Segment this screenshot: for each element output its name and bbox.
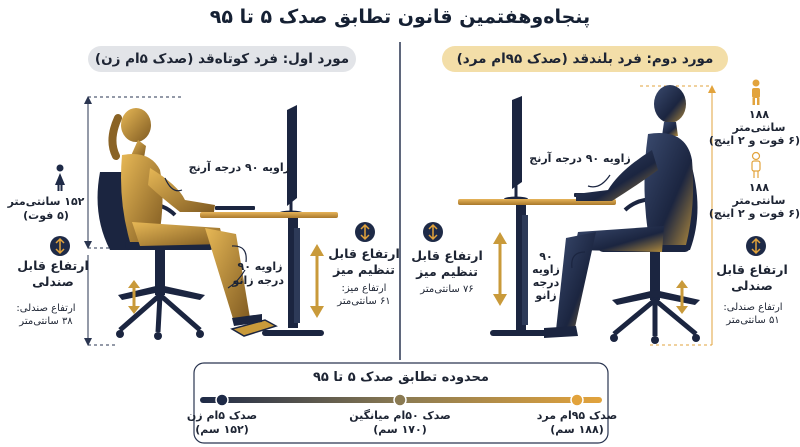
adjust-icon-tall-chair xyxy=(746,236,766,256)
range-legend xyxy=(193,362,609,444)
page-title: پنجاه‌وهفتمین قانون تطابق صدک ۵ تا ۹۵ xyxy=(209,6,591,28)
adjust-icon-tall-desk xyxy=(423,222,443,242)
short-height-marker xyxy=(84,96,182,249)
short-desk-value-1: ارتفاع میز: xyxy=(341,283,387,294)
adjust-icon-short-desk xyxy=(355,222,375,242)
short-desk xyxy=(200,206,338,336)
short-desk-height-arrow xyxy=(310,244,324,318)
tall-height2-ft: (۶ فوت و ۲ اینچ) xyxy=(708,207,800,220)
short-height-ft: (۵ فوت) xyxy=(23,209,69,222)
case-tall-label: مورد دوم: فرد بلندقد (صدک ۹۵ام مرد) xyxy=(442,46,728,72)
tall-chair-title-1: ارتفاع قابل xyxy=(716,262,788,277)
range-point-label: صدک ۵۰ام میانگین xyxy=(349,409,451,422)
tall-desk-title-1: ارتفاع قابل xyxy=(411,248,483,263)
short-chair-height-arrow xyxy=(128,280,140,314)
short-chair-marker xyxy=(84,255,118,346)
adjust-icon-short-chair xyxy=(50,236,70,256)
tall-elbow-angle: زاویه ۹۰ درجه آرنج xyxy=(529,152,631,165)
tall-desk-height-arrow xyxy=(493,232,507,306)
tall-height1-cm: ۱۸۸ xyxy=(748,108,770,121)
tall-man-figure xyxy=(544,85,694,338)
range-point-label: صدک ۵ام زن xyxy=(186,409,258,422)
tall-height1-ft: (۶ فوت و ۲ اینچ) xyxy=(708,134,800,147)
tall-desk-value: ۷۶ سانتی‌متر xyxy=(420,284,474,295)
short-elbow-angle: زاویه ۹۰ درجه آرنج xyxy=(188,161,290,174)
short-desk-title-1: ارتفاع قابل xyxy=(328,246,400,261)
tall-knee-angle-arrow xyxy=(571,251,586,269)
short-elbow-angle-arrow xyxy=(164,177,183,192)
short-knee-angle-2: درجه زانو xyxy=(232,274,284,287)
tall-chair-title-2: صندلی xyxy=(731,278,773,293)
tall-desk-title-2: تنظیم میز xyxy=(416,264,478,279)
short-chair-title-2: صندلی xyxy=(32,274,74,289)
tall-knee-4: زانو xyxy=(535,289,557,302)
tall-chair-value-1: ارتفاع صندلی: xyxy=(723,302,783,313)
man-icon-accent xyxy=(752,79,760,105)
short-chair-value-1: ارتفاع صندلی: xyxy=(16,303,76,314)
range-point-value: (۱۵۲ سم) xyxy=(195,423,249,436)
tall-chair-value-2: ۵۱ سانتی‌متر xyxy=(726,315,780,326)
tall-chair-height-arrow xyxy=(676,280,688,314)
tall-height2-unit: سانتی‌متر xyxy=(732,194,786,207)
short-knee-angle-1: زاویه ۹۰ xyxy=(237,260,283,273)
short-height-cm: ۱۵۲ سانتی‌متر xyxy=(7,195,85,208)
short-knee-pointer xyxy=(227,269,246,289)
range-point-value: (۱۷۰ سم) xyxy=(373,423,427,436)
tall-knee-3: درجه xyxy=(532,276,560,289)
short-woman-figure xyxy=(108,108,262,326)
range-title: محدوده تطابق صدک ۵ تا ۹۵ xyxy=(313,370,489,385)
tall-person-scene xyxy=(458,85,716,346)
range-dot xyxy=(215,393,229,407)
range-point-value: (۱۸۸ سم) xyxy=(550,423,604,436)
range-dot xyxy=(570,393,584,407)
case-short-label: مورد اول: فرد کوتاه‌قد (صدک ۵ام زن) xyxy=(88,46,356,72)
tall-knee-1: ۹۰ xyxy=(539,250,553,263)
short-chair-value-2: ۳۸ سانتی‌متر xyxy=(19,316,73,327)
short-person-scene xyxy=(84,96,338,346)
short-chair-title-1: ارتفاع قابل xyxy=(17,258,89,273)
tall-elbow-angle-arrow xyxy=(587,174,611,188)
woman-icon xyxy=(55,164,65,191)
tall-height1-unit: سانتی‌متر xyxy=(732,121,786,134)
tall-knee-2: زاویه xyxy=(532,263,560,276)
range-point-label: صدک ۹۵ام مرد xyxy=(536,409,618,422)
tall-monitor xyxy=(504,96,528,202)
tall-height2-cm: ۱۸۸ xyxy=(748,181,770,194)
short-desk-title-2: تنظیم میز xyxy=(333,262,395,277)
short-knee-angle-arrow xyxy=(231,245,247,263)
man-icon-outline xyxy=(751,151,761,178)
range-dot xyxy=(393,393,407,407)
short-desk-value-2: ۶۱ سانتی‌متر xyxy=(337,296,391,307)
